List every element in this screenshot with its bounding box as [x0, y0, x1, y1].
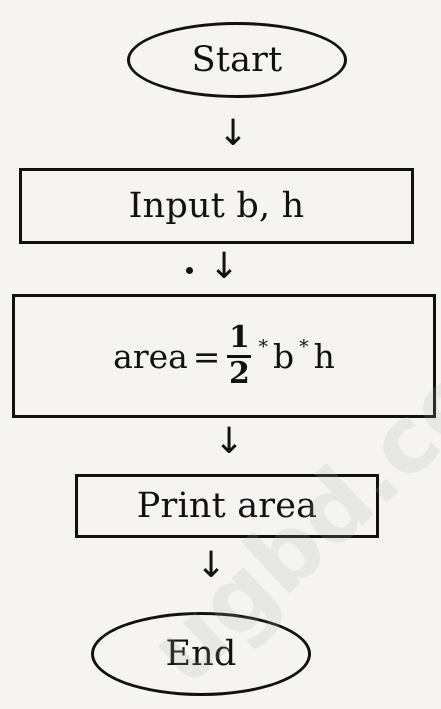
equation-variable-b: b: [272, 336, 295, 376]
input-box: Input b, h: [19, 168, 414, 244]
end-label: End: [165, 633, 237, 674]
equation-equals: =: [192, 336, 221, 376]
equation-fraction: 1 2: [227, 319, 252, 391]
equation-operator-1: *: [258, 335, 268, 358]
process-box: area = 1 2 * b * h: [12, 294, 436, 418]
equation-operator-2: *: [299, 335, 309, 358]
fraction-denominator: 2: [229, 356, 250, 391]
scan-dot: [186, 267, 193, 274]
output-label: Print area: [136, 485, 318, 526]
input-label: Input b, h: [128, 185, 305, 226]
equation-lhs: area: [113, 336, 188, 376]
output-box: Print area: [75, 474, 379, 538]
start-terminal: Start: [127, 22, 347, 98]
arrow-output-to-end: ↓: [196, 545, 227, 586]
end-terminal: End: [91, 612, 311, 696]
arrow-start-to-input: ↓: [218, 113, 249, 154]
start-label: Start: [191, 39, 283, 80]
area-equation: area = 1 2 * b * h: [113, 319, 335, 391]
fraction-numerator: 1: [229, 319, 250, 355]
arrow-input-to-process: ↓: [209, 246, 240, 287]
equation-variable-h: h: [313, 336, 335, 376]
fraction-bar: [227, 355, 252, 358]
arrow-process-to-output: ↓: [214, 421, 245, 462]
